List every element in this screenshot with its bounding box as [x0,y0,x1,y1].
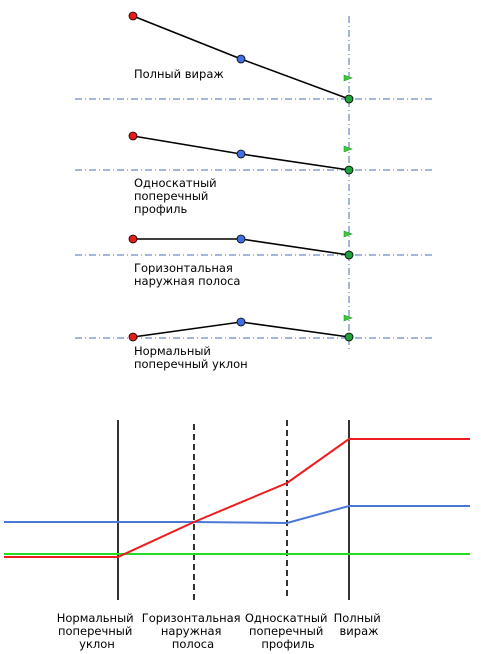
label-line: профиль [261,637,315,651]
flag-icon [343,230,353,238]
label-line: профиль [134,202,188,216]
label-line: вираж [340,624,379,638]
label-line: Односкатный [134,176,217,190]
centerline-point [236,149,246,159]
label-line: наружная [161,624,222,638]
pivot-point [344,94,354,104]
label-line: поперечный уклон [134,357,248,371]
outer-edge-point [128,234,138,244]
pivot-point [344,332,354,342]
station-label: Горизонтальная наружная полоса [142,611,245,651]
outer-edge-point [128,131,138,141]
label-line: поперечный [249,624,323,638]
station-label: Односкатный поперечный профиль [245,611,331,651]
centerline-line [4,505,470,525]
label-line: Односкатный [245,611,328,625]
station-label: Полный вираж [334,611,385,638]
outer-edge-point [128,332,138,342]
label-line: полоса [172,637,214,651]
outer-edge-point [128,11,138,21]
centerline-point [236,54,246,64]
pivot-point [344,250,354,260]
flag-icon [343,74,353,82]
section-single-slope: Односкатный поперечный профиль [75,131,432,216]
section-full-superelevation: Полный вираж [75,11,432,104]
cross-sections: Полный вираж Односкатный поперечный проф… [75,11,432,371]
section-label: Односкатный поперечный профиль [134,176,220,216]
section-horizontal-outer-lane: Горизонтальная наружная полоса [75,230,432,288]
flag-icon [343,314,353,322]
section-label: Нормальный поперечный уклон [134,344,248,371]
label-line: Полный [334,611,381,625]
pivot-point [344,165,354,175]
label-line: Горизонтальная [142,611,241,625]
label-line: наружная полоса [134,274,240,288]
label-line: Нормальный [134,344,211,358]
centerline-point [236,317,246,327]
section-normal-crown: Нормальный поперечный уклон [75,314,432,371]
transition-diagram: Нормальный поперечный уклон Горизонтальн… [4,420,470,651]
label-line: поперечный [134,189,208,203]
station-label: Нормальный поперечный уклон [57,611,138,651]
label-line: уклон [79,637,115,651]
label-line: Горизонтальная [134,261,233,275]
label-line: Полный вираж [134,67,224,81]
label-line: поперечный [58,624,132,638]
section-label: Полный вираж [134,67,224,81]
flag-icon [343,145,353,153]
label-line: Нормальный [57,611,134,625]
centerline-point [236,234,246,244]
outer-edge-line [4,438,470,558]
section-label: Горизонтальная наружная полоса [134,261,240,288]
